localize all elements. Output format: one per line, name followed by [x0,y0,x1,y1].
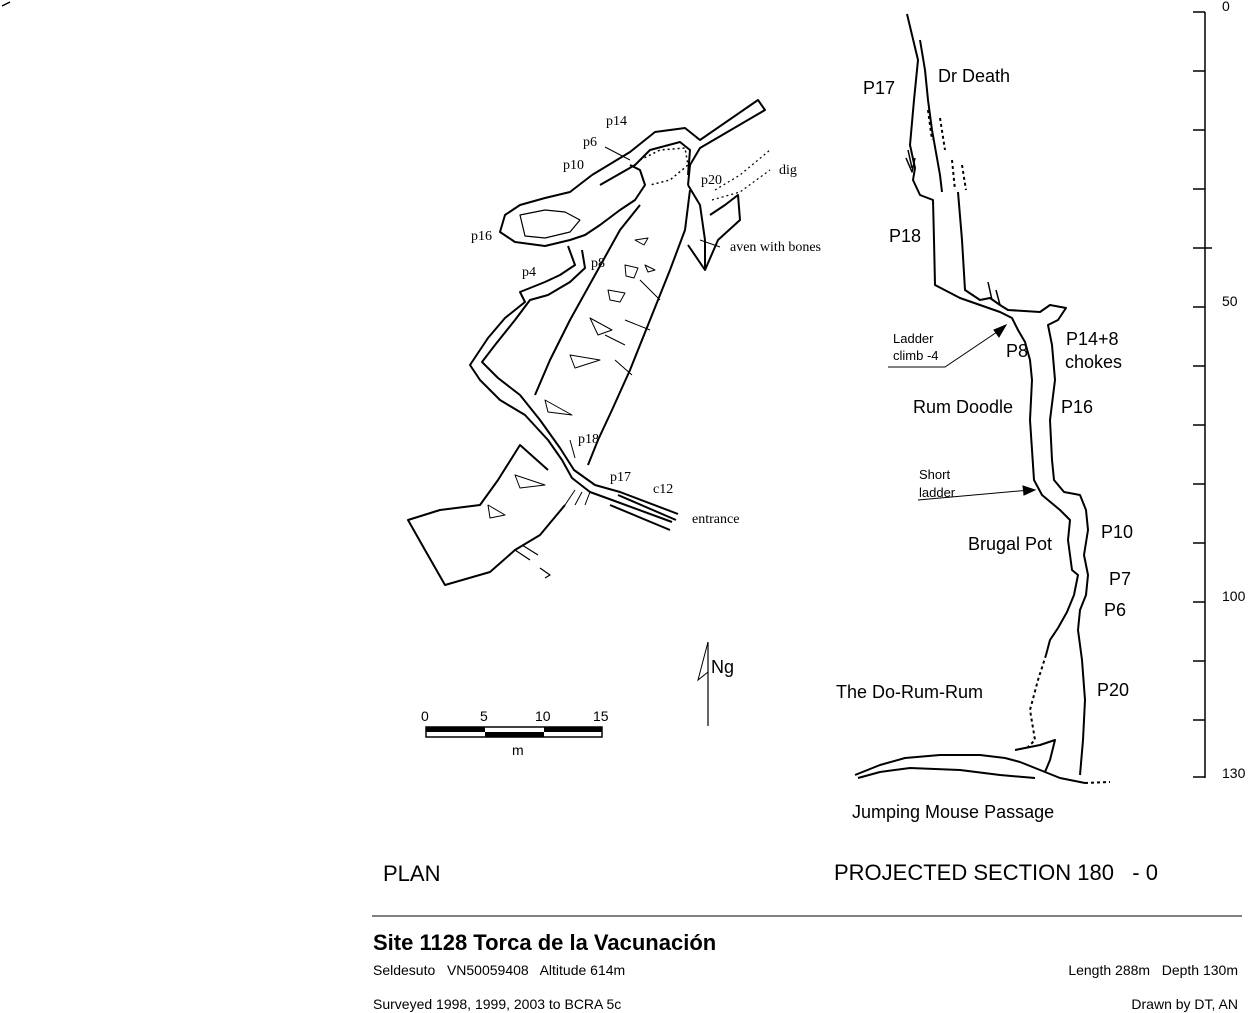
plan-label-p16: p16 [471,229,492,244]
site-title: Site 1128 Torca de la Vacunación [373,930,716,955]
plan-shaft-cluster [499,164,646,247]
section-bottom-passage-top [857,767,1036,779]
plan-label-p10: p10 [563,158,584,173]
plan-labels: p14 p6 p10 p20 dig p16 aven with bones p… [471,114,821,527]
plan-label-p18: p18 [578,432,599,447]
plan-lower-chamber [407,444,566,586]
scale-tick-10: 10 [535,708,551,724]
depth-label-0: 0 [1222,0,1230,14]
section-label-chokes: chokes [1065,352,1122,372]
scale-tick-0: 0 [421,708,429,724]
depth-label-50: 50 [1222,293,1238,309]
plan-scale-bar: 0 5 10 15 m [421,708,609,758]
section-label-p17: P17 [863,78,895,98]
plan-wall-left [469,245,673,523]
survey-credits: Surveyed 1998, 1999, 2003 to BCRA 5c [373,996,621,1012]
north-arrow: Ng [697,641,734,726]
section-wall-right [919,39,1089,776]
plan-lower-exit [514,544,551,579]
plan-label-dig: dig [779,163,797,178]
plan-wall-left-inner [481,249,679,515]
plan-shaft-dotted [639,147,689,186]
plan-label-c12: c12 [653,482,673,497]
section-label-jumping-mouse: Jumping Mouse Passage [852,802,1054,822]
plan-entrance-line [609,494,677,531]
section-label-p20: P20 [1097,680,1129,700]
plan-label-p4: p4 [522,265,536,280]
plan-label-entrance: entrance [692,512,739,527]
plan-label-leaders [569,146,721,459]
scale-tick-15: 15 [593,708,609,724]
section-label-dr-death: Dr Death [938,66,1010,86]
section-heading: PROJECTED SECTION 180 - 0 [834,860,1158,885]
scale-unit: m [512,742,524,758]
plan-passage-upper [591,99,766,186]
scale-tick-5: 5 [480,708,488,724]
depth-label-130: 130 [1222,765,1246,781]
plan-label-p8: p8 [591,256,605,271]
section-label-p8: P8 [1006,341,1028,361]
section-label-rum-doodle: Rum Doodle [913,397,1013,417]
section-label-p10: P10 [1101,522,1133,542]
section-label-p14-8: P14+8 [1066,329,1119,349]
plan-wall-right [534,204,641,396]
section-label-p18: P18 [889,226,921,246]
section-p8-detail [987,281,1001,306]
plan-label-p6: p6 [583,135,597,150]
plan-label-p14: p14 [606,114,627,129]
depth-scale [1193,11,1212,778]
plan-wall-right-2 [587,189,691,466]
section-wall-left [906,13,1079,656]
section-p17-arrow [907,149,913,169]
section-labels: P17 Dr Death P18 Ladder climb -4 P8 P14+… [836,66,1133,822]
section-label-ladder-2: ladder [919,485,956,500]
section-dotted-doromrum [1024,654,1047,751]
plan-p16-chamber [519,209,581,239]
section-label-brugal-pot: Brugal Pot [968,534,1052,554]
section-dotted-upper [927,109,967,191]
section-label-ladder: Ladder [893,331,934,346]
section-label-p16: P16 [1061,397,1093,417]
plan-aven-branch [687,184,741,271]
corner-mark [1,1,11,7]
section-dotted-end [1084,781,1111,784]
plan-label-aven: aven with bones [730,240,821,255]
plan-boulders [487,237,661,519]
section-bottom-passage [854,754,1086,784]
plan-dig-passage [711,149,771,201]
section-label-p7: P7 [1109,569,1131,589]
plan-label-p17: p17 [610,470,631,485]
plan-label-p20: p20 [701,173,722,188]
depth-scale-labels: 0 50 100 130 [1222,0,1246,781]
section-label-short: Short [919,467,950,482]
site-location: Seldesuto VN50059408 Altitude 614m [373,962,625,978]
depth-label-100: 100 [1222,588,1246,604]
plan-heading: PLAN [383,861,440,886]
plan-view [407,99,771,586]
site-length-depth: Length 288m Depth 130m [1068,962,1238,978]
section-chokes-ledge [1014,739,1056,773]
section-callouts [888,323,1037,501]
drawn-by: Drawn by DT, AN [1131,996,1238,1012]
section-label-climb: climb -4 [893,348,939,363]
plan-passage-upper-inner [599,141,691,186]
section-label-do-rum-rum: The Do-Rum-Rum [836,682,983,702]
section-label-p6: P6 [1104,600,1126,620]
section-view [854,13,1111,784]
north-arrow-label: Ng [711,657,734,677]
